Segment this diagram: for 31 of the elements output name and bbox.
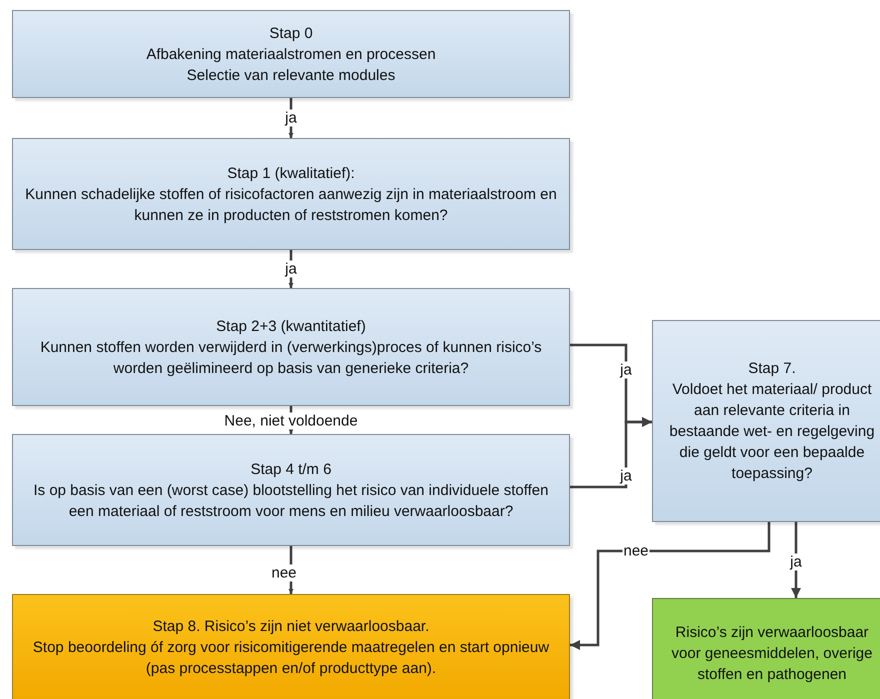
edge-label: ja [284,260,298,278]
step-text: Voldoet het materiaal/ product aan relevante criteria in bestaande wet- en regelgeving die geldt voor een bepaalde toepassing? [668,380,876,484]
step-heading: Stap 7. [748,359,796,379]
step-text: Stop beoordeling óf zorg voor risicomitigerende maatregelen en start opnieuw (pas processtappen en/of producttype aan). [32,638,550,678]
process-box [652,598,880,699]
step-text: Afbakening materiaalstromen en processen [146,44,436,64]
process-box [12,10,570,98]
edge-label: nee [270,564,298,582]
arrow [791,522,801,598]
edge-label: ja [789,554,803,570]
step-heading: Stap 2+3 (kwantitatief) [216,316,366,336]
step-text: Kunnen schadelijke stoffen of risicofactoren aanwezig zijn in materiaalstroom en kunnen ze in producten of reststromen komen? [24,184,558,226]
step-heading: Stap 1 (kwalitatief): [227,164,355,184]
step-text: Risico’s zijn verwaarloosbaar voor geneesmiddelen, overige stoffen en pathogenen [670,622,874,684]
step-text: Kunnen stoffen worden verwijderd in (verwerkings)proces of kunnen risico’s worden geëlimineerd op basis van generieke criteria? [39,338,543,378]
process-box [652,320,880,522]
edge-label: Nee, niet voldoende [223,412,359,430]
step-heading: Stap 4 t/m 6 [250,460,332,480]
step-heading: Stap 8. Risico’s zijn niet verwaarloosbaar. [152,616,430,636]
process-box [12,138,570,250]
step-heading: Stap 0 [269,24,313,44]
arrow [570,417,652,488]
edge-label: ja [619,468,633,484]
edge-label: ja [619,362,633,378]
edge-label: ja [284,110,298,126]
process-box [12,288,570,406]
process-box [12,594,570,699]
arrow [570,522,770,650]
process-box [12,434,570,546]
step-text: Selectie van relevante modules [186,66,396,86]
step-text: Is op basis van een (worst case) blootstelling het risico van individuele stoffen een materiaal of reststroom voor mens en milieu verwaarloosbaar? [32,480,550,522]
